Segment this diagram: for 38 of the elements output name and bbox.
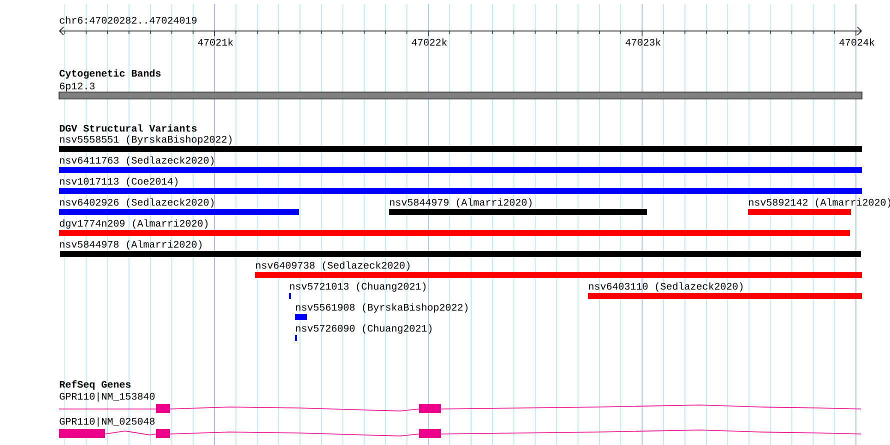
tick-label: 47022k <box>412 38 447 46</box>
variant-bar: nsv6411763 (Sedlazeck2020) <box>59 156 862 173</box>
cytoband-bar: 6p12.3 <box>58 82 862 100</box>
gene-model: GPR110|NM_153840 <box>58 392 862 413</box>
track-title: RefSeq Genes <box>60 380 131 390</box>
node-label: dgv1774n209 (Almarri2020) <box>60 219 208 229</box>
track-title: Cytogenetic Bands <box>60 69 161 79</box>
variant-bar: nsv5721013 (Chuang2021) <box>289 282 426 299</box>
ruler-label: chr6:47020282..47024019 <box>60 16 197 24</box>
tick-label: 47024k <box>839 38 874 46</box>
node-label: nsv6411763 (Sedlazeck2020) <box>60 156 214 166</box>
node-label: nsv5561908 (ByrskaBishop2022) <box>296 303 468 313</box>
track-title: DGV Structural Variants <box>60 124 197 132</box>
node-label: nsv5721013 (Chuang2021) <box>290 282 426 292</box>
variant-bar: nsv1017113 (Coe2014) <box>59 177 862 194</box>
node-label: nsv6402926 (Sedlazeck2020) <box>60 198 214 208</box>
node-label: nsv5726090 (Chuang2021) <box>296 324 432 334</box>
node-label: nsv1017113 (Coe2014) <box>60 177 178 187</box>
node-label: nsv5558551 (ByrskaBishop2022) <box>60 135 232 145</box>
variant-bar: nsv5561908 (ByrskaBishop2022) <box>295 303 468 320</box>
variant-bar: dgv1774n209 (Almarri2020) <box>59 219 850 236</box>
node-label: GPR110|NM_153840 <box>60 392 155 402</box>
tick-label: 47023k <box>626 38 661 46</box>
variant-bar: nsv5844979 (Almarri2020) <box>389 198 647 215</box>
variant-bar: nsv5726090 (Chuang2021) <box>295 324 432 341</box>
variant-bar: nsv6409738 (Sedlazeck2020) <box>255 261 862 278</box>
node-label: 6p12.3 <box>60 82 95 92</box>
node-label: nsv5844978 (Almarri2020) <box>60 240 202 250</box>
gene-model: GPR110|NM_025048 <box>58 417 862 438</box>
variant-bar: nsv6402926 (Sedlazeck2020) <box>59 198 299 215</box>
node-label: GPR110|NM_025048 <box>60 417 155 427</box>
node-label: nsv6409738 (Sedlazeck2020) <box>256 261 410 271</box>
variant-bar: nsv5558551 (ByrskaBishop2022) <box>59 135 862 152</box>
variant-bar: nsv5844978 (Almarri2020) <box>60 240 861 257</box>
node-label: nsv5844979 (Almarri2020) <box>390 198 532 208</box>
node-label: nsv6403110 (Sedlazeck2020) <box>589 282 743 292</box>
tick-label: 47021k <box>198 38 233 46</box>
variant-bar: nsv6403110 (Sedlazeck2020) <box>588 282 862 299</box>
